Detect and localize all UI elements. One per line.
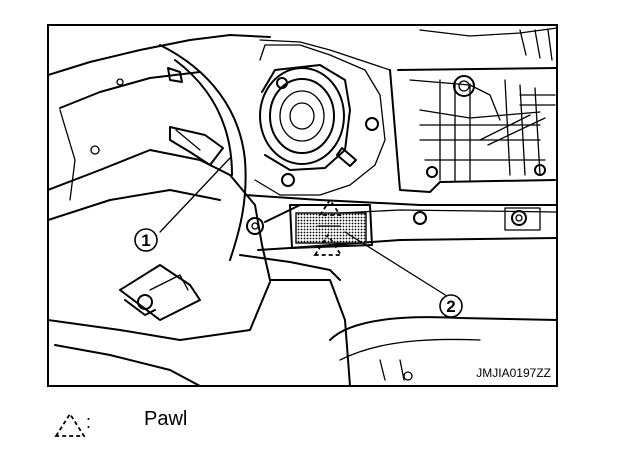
pawl-triangle-icon	[54, 412, 86, 437]
callout-2: 2	[439, 294, 463, 318]
svg-text:2: 2	[446, 297, 455, 316]
figure-code: JMJIA0197ZZ	[476, 366, 551, 380]
legend-label: Pawl	[144, 408, 188, 430]
callout-1: 1	[134, 228, 158, 252]
illustration-artwork	[48, 27, 557, 386]
legend-separator: :	[86, 412, 92, 432]
svg-text:1: 1	[141, 231, 150, 250]
